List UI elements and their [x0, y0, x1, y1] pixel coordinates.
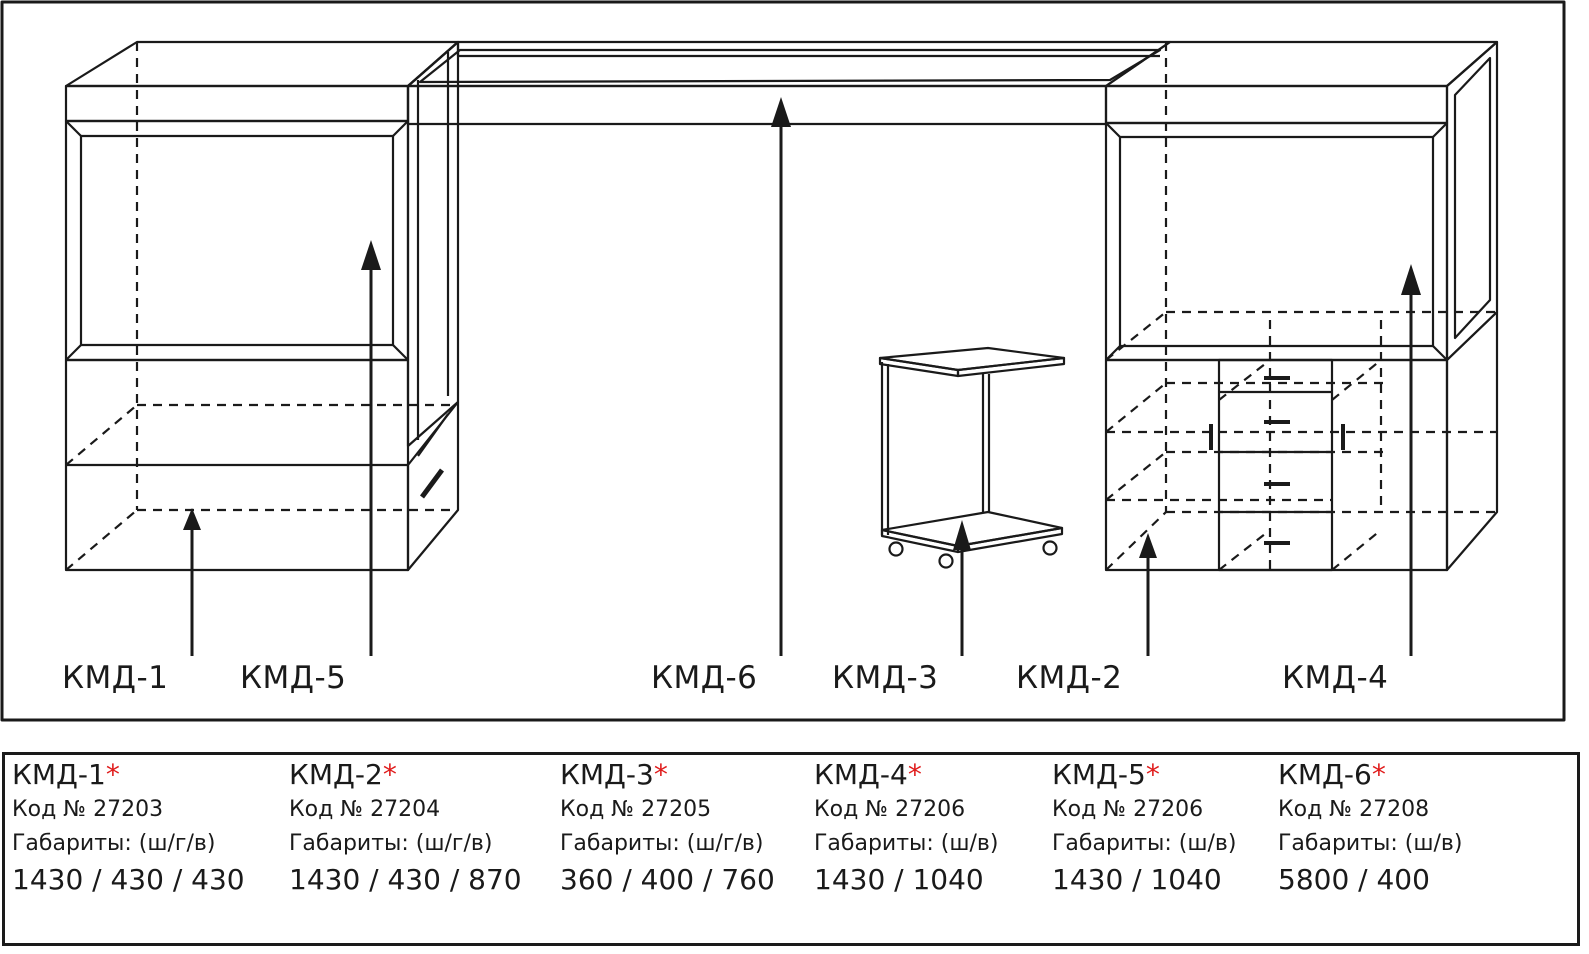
furniture-diagram: КМД-1 КМД-5 КМД-6 КМД-3 КМД-2 КМД-4: [0, 0, 1566, 722]
mobile-table: [878, 346, 1066, 569]
label-kmd6: КМД-6: [651, 660, 758, 696]
spec-code: Код № 27206: [814, 797, 966, 822]
spec-dim-label: Габариты: (ш/в): [814, 831, 999, 856]
spec-code: Код № 27205: [560, 797, 712, 822]
spec-name: КМД-1: [12, 758, 106, 791]
furniture-drawing: [0, 0, 1566, 722]
spec-col-kmd1: КМД-1* Код № 27203 Габариты: (ш/г/в) 143…: [12, 757, 245, 899]
spec-dims: 5800 / 400: [1278, 863, 1430, 896]
spec-name: КМД-4: [814, 758, 908, 791]
spec-marker: *: [1145, 758, 1160, 791]
spec-code: Код № 27206: [1052, 797, 1204, 822]
spec-col-kmd5: КМД-5* Код № 27206 Габариты: (ш/в) 1430 …: [1052, 757, 1236, 899]
spec-marker: *: [382, 758, 397, 791]
spec-marker: *: [1371, 758, 1386, 791]
label-kmd2: КМД-2: [1016, 660, 1123, 696]
spec-dims: 360 / 400 / 760: [560, 863, 775, 896]
spec-col-kmd3: КМД-3* Код № 27205 Габариты: (ш/г/в) 360…: [560, 757, 775, 899]
spec-col-kmd6: КМД-6* Код № 27208 Габариты: (ш/в) 5800 …: [1278, 757, 1462, 899]
top-shelf: [406, 40, 1172, 126]
spec-marker: *: [653, 758, 668, 791]
spec-title: КМД-4*: [814, 757, 998, 793]
right-unit: [1104, 40, 1499, 572]
label-kmd4: КМД-4: [1282, 660, 1389, 696]
spec-dim-label: Габариты: (ш/г/в): [560, 831, 764, 856]
left-unit: [64, 40, 460, 572]
spec-name: КМД-2: [289, 758, 383, 791]
spec-col-kmd4: КМД-4* Код № 27206 Габариты: (ш/в) 1430 …: [814, 757, 998, 899]
spec-code: Код № 27208: [1278, 797, 1430, 822]
label-kmd3: КМД-3: [832, 660, 939, 696]
spec-dims: 1430 / 1040: [1052, 863, 1222, 896]
spec-dim-label: Габариты: (ш/в): [1278, 831, 1463, 856]
spec-dims: 1430 / 430 / 870: [289, 863, 522, 896]
spec-dim-label: Габариты: (ш/г/в): [289, 831, 493, 856]
spec-code: Код № 27204: [289, 797, 441, 822]
spec-code: Код № 27203: [12, 797, 164, 822]
spec-title: КМД-1*: [12, 757, 245, 793]
spec-dims: 1430 / 430 / 430: [12, 863, 245, 896]
spec-panel: КМД-1* Код № 27203 Габариты: (ш/г/в) 143…: [0, 752, 1589, 952]
spec-title: КМД-3*: [560, 757, 775, 793]
spec-name: КМД-6: [1278, 758, 1372, 791]
spec-title: КМД-6*: [1278, 757, 1462, 793]
spec-name: КМД-3: [560, 758, 654, 791]
spec-dim-label: Габариты: (ш/в): [1052, 831, 1237, 856]
label-kmd1: КМД-1: [62, 660, 169, 696]
spec-name: КМД-5: [1052, 758, 1146, 791]
spec-dims: 1430 / 1040: [814, 863, 984, 896]
spec-marker: *: [105, 758, 120, 791]
spec-title: КМД-5*: [1052, 757, 1236, 793]
spec-dim-label: Габариты: (ш/г/в): [12, 831, 216, 856]
pointer-arrows: [183, 97, 1421, 656]
spec-col-kmd2: КМД-2* Код № 27204 Габариты: (ш/г/в) 143…: [289, 757, 522, 899]
spec-frame: [2, 752, 1580, 946]
spec-title: КМД-2*: [289, 757, 522, 793]
spec-marker: *: [907, 758, 922, 791]
label-kmd5: КМД-5: [240, 660, 347, 696]
diagram-frame: [0, 0, 1566, 722]
